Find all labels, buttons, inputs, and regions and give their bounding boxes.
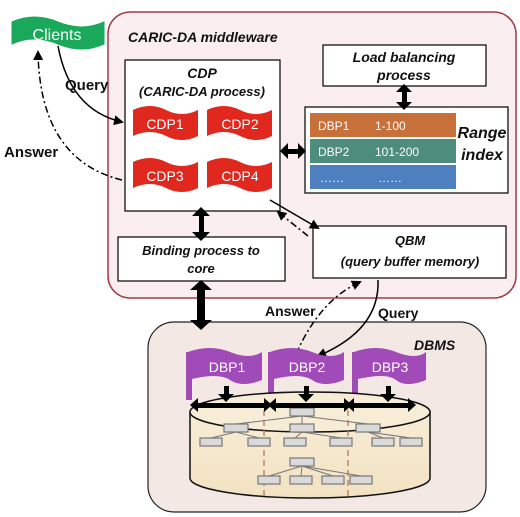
range-row-2-range: 101-200 bbox=[375, 145, 419, 159]
arrow-cdp-qbm bbox=[269, 199, 320, 230]
range-row-2 bbox=[310, 139, 456, 163]
cdp-flag-1: CDP1 bbox=[133, 106, 198, 140]
range-row-3 bbox=[310, 165, 456, 189]
qbm-line1: QBM bbox=[395, 233, 427, 248]
cdp-flag-4: CDP4 bbox=[207, 158, 272, 192]
dbp-flag-2-label: DBP2 bbox=[289, 359, 326, 375]
arrow-cdp-binding bbox=[192, 207, 210, 241]
range-index-label-2: index bbox=[461, 147, 504, 164]
cdp-title: CDP bbox=[187, 65, 217, 81]
load-balancing-line1: Load balancing bbox=[353, 49, 456, 65]
arrow-qbm-cdp bbox=[276, 210, 309, 237]
dbp-flag-3: DBP3 bbox=[352, 348, 426, 400]
cdp-flag-3: CDP3 bbox=[133, 158, 198, 192]
cdp-subtitle: (CARIC-DA process) bbox=[139, 84, 265, 99]
load-balancing-line2: process bbox=[376, 67, 431, 83]
range-row-1-range: 1-100 bbox=[375, 119, 406, 133]
dbms-title: DBMS bbox=[414, 337, 456, 353]
cdp-flag-1-label: CDP1 bbox=[146, 116, 184, 132]
dbp-flag-1: DBP1 bbox=[186, 348, 262, 400]
range-row-1-name: DBP1 bbox=[318, 119, 350, 133]
arrow-answer-cdp-clients bbox=[33, 50, 123, 181]
query-label-top: Query bbox=[65, 77, 109, 94]
binding-process-box bbox=[117, 236, 286, 282]
qbm-line2: (query buffer memory) bbox=[341, 254, 479, 269]
query-label-bottom: Query bbox=[378, 305, 419, 321]
range-index-label-1: Range bbox=[458, 125, 507, 142]
binding-line1: Binding process to bbox=[142, 243, 260, 258]
answer-label-bottom: Answer bbox=[265, 303, 316, 319]
dbp-flag-2: DBP2 bbox=[268, 348, 344, 400]
arrow-cdp-range bbox=[280, 143, 306, 159]
qbm-box bbox=[312, 225, 507, 279]
dbp-flag-3-label: DBP3 bbox=[372, 359, 409, 375]
binding-line2: core bbox=[187, 261, 214, 276]
range-row-3-range: …… bbox=[378, 171, 402, 185]
answer-label-top: Answer bbox=[4, 144, 58, 161]
clients-flag bbox=[11, 16, 105, 50]
load-balancing-box bbox=[322, 44, 487, 87]
cdp-flag-4-label: CDP4 bbox=[221, 168, 259, 184]
range-row-3-name: …… bbox=[320, 171, 344, 185]
cdp-flag-3-label: CDP3 bbox=[146, 168, 184, 184]
dbp-arrows bbox=[190, 386, 416, 412]
clients-label: Clients bbox=[33, 27, 82, 44]
middleware-title: CARIC-DA middleware bbox=[128, 29, 278, 45]
dbp-flag-1-label: DBP1 bbox=[209, 359, 246, 375]
arrow-query-qbm-dbp2 bbox=[316, 279, 379, 358]
cdp-flag-2: CDP2 bbox=[207, 106, 272, 140]
arrow-binding-dbms bbox=[190, 280, 212, 330]
arrow-query-clients-cdp bbox=[57, 45, 124, 126]
range-row-1 bbox=[310, 113, 456, 137]
database-cylinder bbox=[189, 391, 431, 499]
arrow-load-balancing-range bbox=[396, 84, 412, 110]
range-row-2-name: DBP2 bbox=[318, 145, 350, 159]
cdp-flag-2-label: CDP2 bbox=[221, 116, 259, 132]
